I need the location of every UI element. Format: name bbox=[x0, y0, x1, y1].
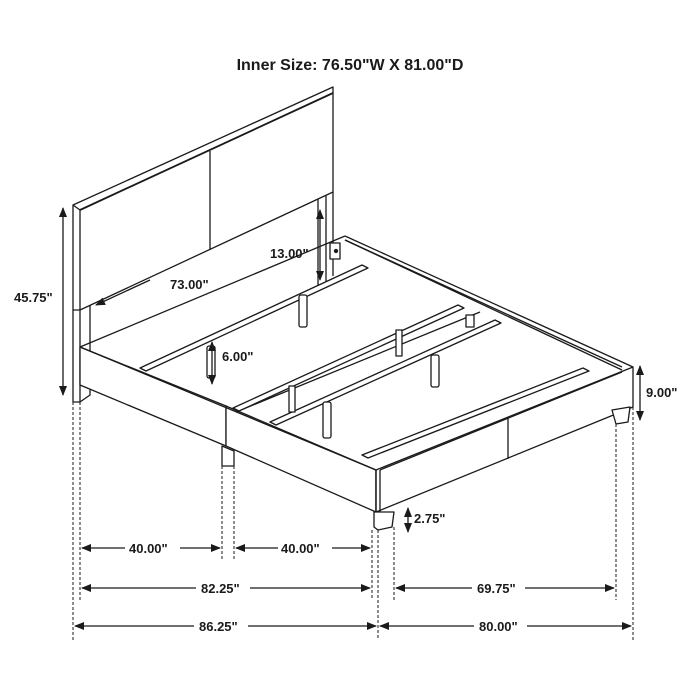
rail-height-label: 9.00" bbox=[646, 385, 677, 400]
bed-frame bbox=[79, 235, 634, 531]
leg-height-label: 2.75" bbox=[414, 511, 445, 526]
headboard-clearance-label: 13.00" bbox=[270, 246, 309, 261]
overall-width-label: 86.25" bbox=[199, 619, 238, 634]
headboard bbox=[72, 86, 334, 403]
left-half-width-label: 40.00" bbox=[129, 541, 168, 556]
headboard-height-label: 45.75" bbox=[14, 290, 53, 305]
inner-width-label: 82.25" bbox=[201, 581, 240, 596]
headboard-width-label: 73.00" bbox=[170, 277, 209, 292]
overall-length-label: 80.00" bbox=[479, 619, 518, 634]
inner-size-title: Inner Size: 76.50"W X 81.00"D bbox=[236, 57, 464, 74]
right-half-width-label: 40.00" bbox=[281, 541, 320, 556]
inner-length-label: 69.75" bbox=[477, 581, 516, 596]
dimension-arrows bbox=[59, 207, 644, 630]
center-leg-height-label: 6.00" bbox=[222, 349, 253, 364]
extension-lines bbox=[72, 402, 634, 640]
